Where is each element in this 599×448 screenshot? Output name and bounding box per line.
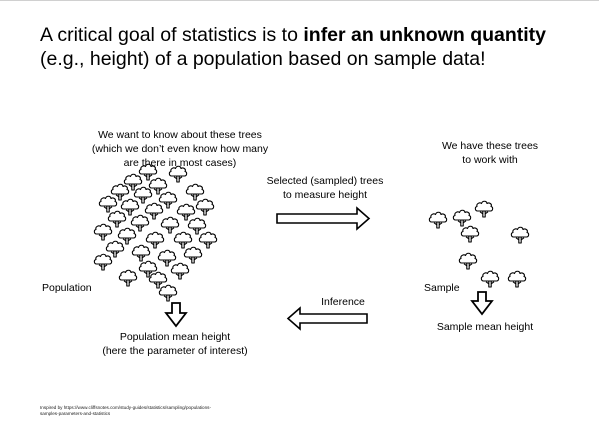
tree-icon xyxy=(168,165,188,183)
tree-icon xyxy=(507,270,527,288)
tree-icon xyxy=(452,209,472,227)
tree-icon xyxy=(131,244,151,262)
tree-icon xyxy=(93,223,113,241)
sample-trees xyxy=(428,200,530,288)
sampling-label: Selected (sampled) trees to measure heig… xyxy=(255,174,395,202)
arrow-left-icon xyxy=(286,306,368,331)
population-mean-line2: (here the parameter of interest) xyxy=(102,345,248,357)
sample-label: Sample xyxy=(424,282,460,294)
arrow-right-icon xyxy=(276,206,371,231)
population-mean-line1: Population mean height xyxy=(119,331,231,343)
tree-icon xyxy=(428,211,448,229)
tree-icon xyxy=(185,183,205,201)
tree-icon xyxy=(93,253,113,271)
tree-icon xyxy=(460,225,480,243)
population-mean: Population mean height (here the paramet… xyxy=(75,330,275,358)
title-part2: (e.g., height) of a population based on … xyxy=(40,48,486,70)
tree-icon xyxy=(480,270,500,288)
arrow-down-icon xyxy=(470,291,494,316)
inference-label: Inference xyxy=(321,296,365,308)
tree-icon xyxy=(130,214,150,232)
sample-description: We have these trees to work with xyxy=(420,139,560,167)
tree-icon xyxy=(158,284,178,302)
sampling-line2: to measure height xyxy=(282,189,368,201)
tree-icon xyxy=(176,203,196,221)
slide-title: A critical goal of statistics is to infe… xyxy=(40,23,585,71)
tree-icon xyxy=(183,246,203,264)
footnote: Inspired by https://www.cliffsnotes.com/… xyxy=(40,405,300,417)
tree-icon xyxy=(98,195,118,213)
population-trees xyxy=(93,163,218,302)
sampling-line1: Selected (sampled) trees xyxy=(266,175,384,187)
footnote-line1: Inspired by https://www.cliffsnotes.com/… xyxy=(40,405,211,410)
tree-icon xyxy=(110,183,130,201)
tree-icon xyxy=(105,240,125,258)
tree-icon xyxy=(187,217,207,235)
tree-icon xyxy=(133,186,153,204)
tree-icon xyxy=(157,249,177,267)
tree-icon xyxy=(170,262,190,280)
sample-desc-line2: to work with xyxy=(462,154,518,166)
tree-icon xyxy=(195,198,215,216)
tree-icon xyxy=(138,163,158,181)
tree-icon xyxy=(120,198,140,216)
tree-icon xyxy=(198,231,218,249)
tree-icon xyxy=(474,200,494,218)
sample-mean: Sample mean height xyxy=(436,321,534,333)
tree-icon xyxy=(510,226,530,244)
tree-icon xyxy=(118,269,138,287)
tree-icon xyxy=(148,177,168,195)
tree-icon xyxy=(117,227,137,245)
tree-icon xyxy=(160,216,180,234)
title-bold: infer an unknown quantity xyxy=(303,24,547,46)
population-desc-line2: (which we don’t even know how many xyxy=(91,143,269,155)
population-label: Population xyxy=(42,282,92,294)
tree-icon xyxy=(458,252,478,270)
tree-icon xyxy=(107,210,127,228)
title-part1: A critical goal of statistics is to xyxy=(40,24,304,46)
tree-icon xyxy=(173,231,193,249)
population-desc-line1: We want to know about these trees xyxy=(98,129,262,141)
tree-icon xyxy=(148,271,168,289)
sample-desc-line1: We have these trees xyxy=(441,140,539,152)
tree-icon xyxy=(145,231,165,249)
tree-icon xyxy=(144,202,164,220)
footnote-line2: samples-parameters-and-statistics xyxy=(40,411,111,416)
tree-icon xyxy=(158,191,178,209)
slide-border xyxy=(0,0,599,1)
arrow-down-icon xyxy=(164,302,188,328)
